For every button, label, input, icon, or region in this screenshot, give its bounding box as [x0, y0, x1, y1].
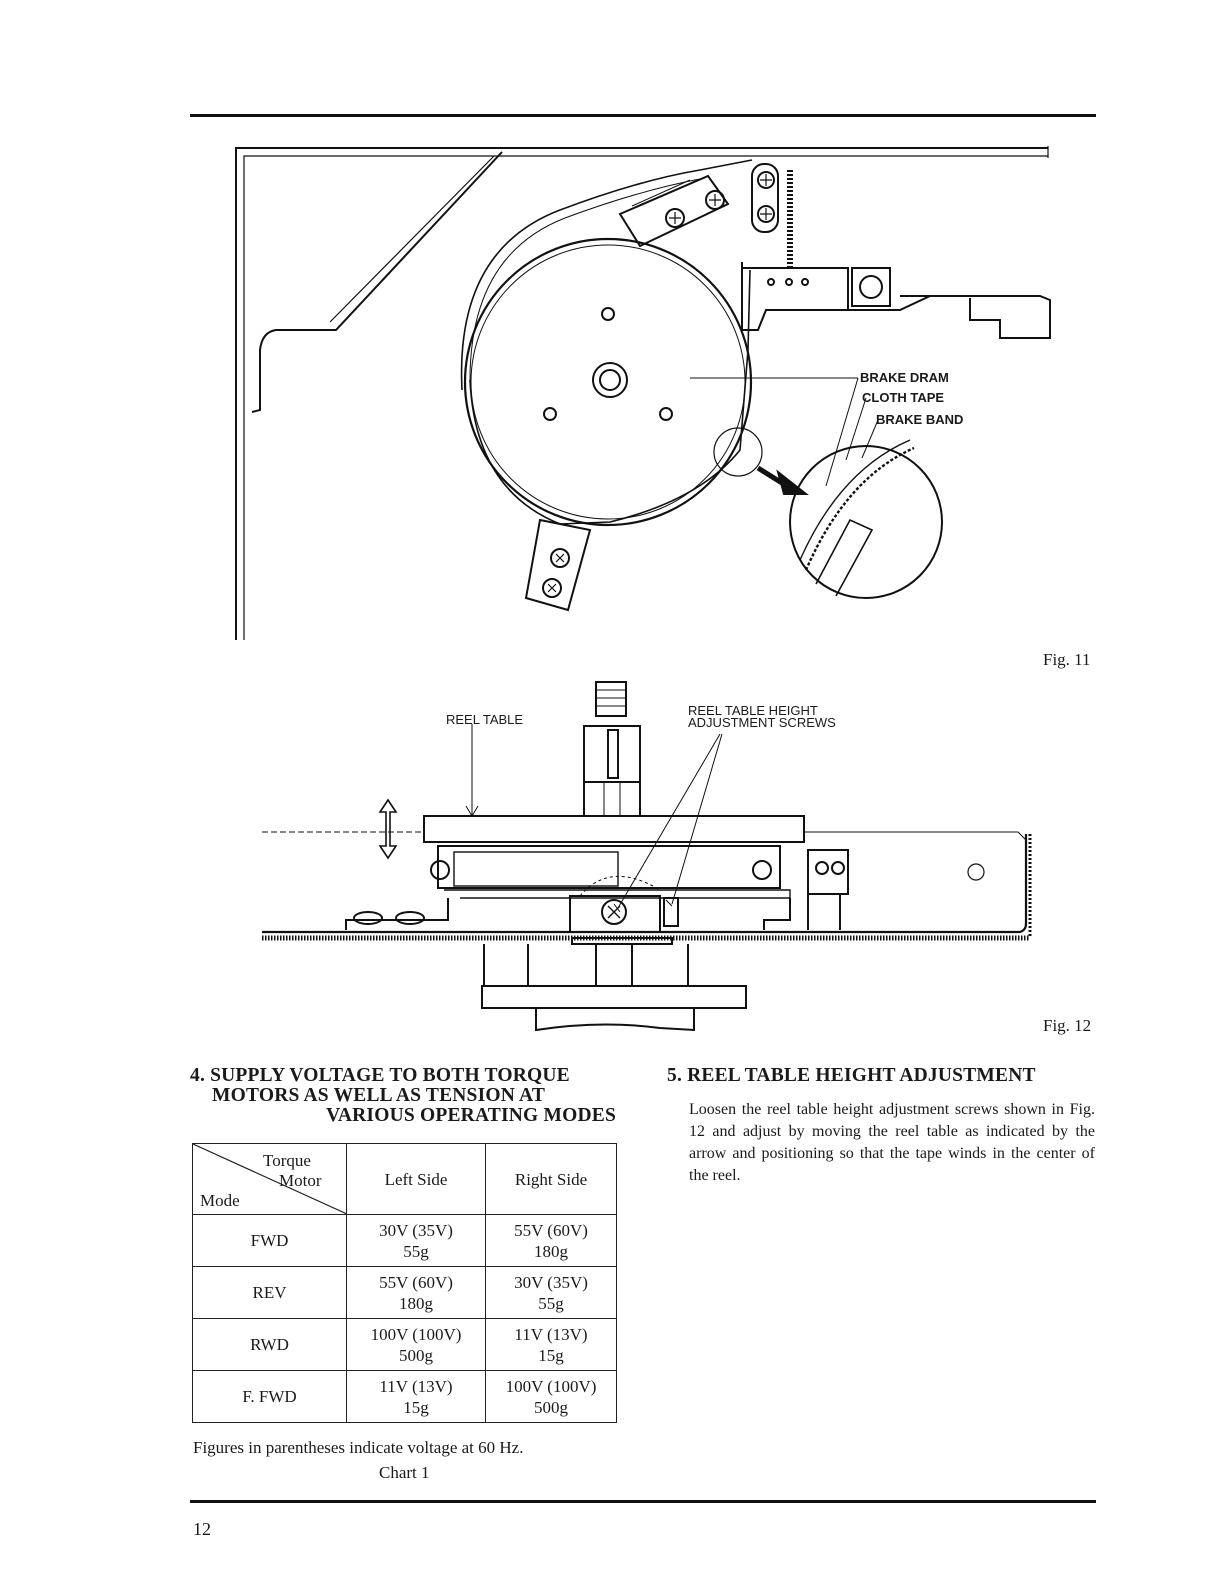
- corner-motor: Motor: [279, 1171, 322, 1190]
- table-row: REV 55V (60V)180g 30V (35V)55g: [192, 1266, 617, 1319]
- left-tension: 500g: [399, 1345, 433, 1365]
- left-voltage: 30V (35V): [379, 1220, 453, 1240]
- label-brake-dram: BRAKE DRAM: [860, 370, 949, 385]
- right-cell: 11V (13V)15g: [485, 1318, 617, 1371]
- right-tension: 55g: [538, 1293, 564, 1313]
- label-height-screws-line1: REEL TABLE HEIGHT: [688, 703, 818, 718]
- mode-cell: FWD: [192, 1214, 347, 1267]
- left-voltage: 100V (100V): [370, 1324, 462, 1344]
- left-cell: 55V (60V)180g: [346, 1266, 486, 1319]
- left-cell: 30V (35V)55g: [346, 1214, 486, 1267]
- left-tension: 15g: [403, 1397, 429, 1417]
- right-voltage: 55V (60V): [514, 1220, 588, 1240]
- table-row: FWD 30V (35V)55g 55V (60V)180g: [192, 1214, 617, 1267]
- mode-cell: RWD: [192, 1318, 347, 1371]
- table-row: RWD 100V (100V)500g 11V (13V)15g: [192, 1318, 617, 1371]
- left-tension: 180g: [399, 1293, 433, 1313]
- section-5-body: Loosen the reel table height adjustment …: [689, 1101, 1095, 1184]
- corner-mode: Mode: [200, 1191, 240, 1210]
- right-tension: 180g: [534, 1241, 568, 1261]
- label-cloth-tape: CLOTH TAPE: [862, 390, 944, 405]
- chart-caption: Chart 1: [379, 1463, 430, 1482]
- figure-12-reel-table-diagram: REEL TABLE REEL TABLE HEIGHT ADJUSTMENT …: [262, 681, 1032, 1032]
- label-height-screws-line2: ADJUSTMENT SCREWS: [688, 715, 836, 730]
- figure-11-caption: Fig. 11: [1043, 650, 1091, 669]
- figure-12-caption: Fig. 12: [1043, 1016, 1092, 1035]
- bottom-rule: [190, 1500, 1096, 1503]
- section-4-title: 4. SUPPLY VOLTAGE TO BOTH TORQUE MOTORS …: [190, 1066, 616, 1126]
- torque-motor-table: Torque Motor Mode Left Side Right Side F…: [192, 1143, 617, 1423]
- top-rule: [190, 114, 1096, 117]
- left-voltage: 55V (60V): [379, 1272, 453, 1292]
- left-voltage: 11V (13V): [379, 1376, 453, 1396]
- right-tension: 15g: [538, 1345, 564, 1365]
- mode-cell: REV: [192, 1266, 347, 1319]
- section-4-title-line2: MOTORS AS WELL AS TENSION AT: [212, 1085, 546, 1106]
- right-voltage: 30V (35V): [514, 1272, 588, 1292]
- table-note: Figures in parentheses indicate voltage …: [193, 1438, 524, 1457]
- label-reel-table: REEL TABLE: [446, 712, 523, 727]
- left-cell: 100V (100V)500g: [346, 1318, 486, 1371]
- right-voltage: 11V (13V): [514, 1324, 588, 1344]
- mode-cell: F. FWD: [192, 1370, 347, 1423]
- corner-torque: Torque: [263, 1151, 311, 1170]
- right-tension: 500g: [534, 1397, 568, 1417]
- page-number: 12: [193, 1519, 211, 1539]
- section-4-title-line3: VARIOUS OPERATING MODES: [326, 1105, 616, 1126]
- table-row: F. FWD 11V (13V)15g 100V (100V)500g: [192, 1370, 617, 1423]
- right-cell: 30V (35V)55g: [485, 1266, 617, 1319]
- right-cell: 100V (100V)500g: [485, 1370, 617, 1423]
- col-left-side: Left Side: [346, 1143, 486, 1215]
- col-right-side: Right Side: [485, 1143, 617, 1215]
- left-cell: 11V (13V)15g: [346, 1370, 486, 1423]
- label-brake-band: BRAKE BAND: [876, 412, 963, 427]
- section-4-title-line1: 4. SUPPLY VOLTAGE TO BOTH TORQUE: [190, 1065, 570, 1086]
- right-cell: 55V (60V)180g: [485, 1214, 617, 1267]
- section-5-title: 5. REEL TABLE HEIGHT ADJUSTMENT: [667, 1065, 1036, 1086]
- left-tension: 55g: [403, 1241, 429, 1261]
- table-corner-cell: Torque Motor Mode: [192, 1143, 347, 1215]
- table-header-row: Torque Motor Mode Left Side Right Side: [192, 1143, 617, 1215]
- right-voltage: 100V (100V): [505, 1376, 597, 1396]
- figure-11-brake-drum-diagram: BRAKE DRAM CLOTH TAPE BRAKE BAND: [235, 146, 1051, 640]
